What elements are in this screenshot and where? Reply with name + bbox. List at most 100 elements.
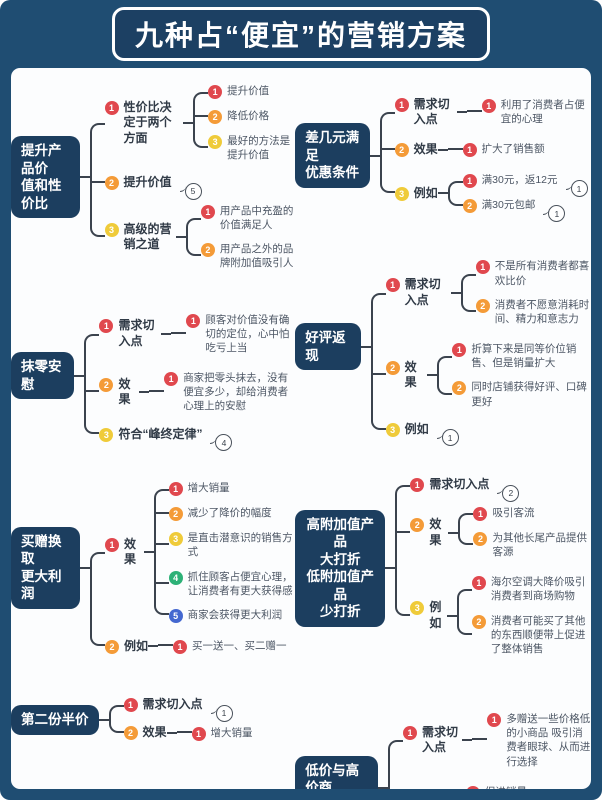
node-label: 商家会获得更大利润 — [187, 608, 283, 621]
number-badge-icon: 1 — [123, 697, 138, 712]
number-badge-icon: 1 — [394, 97, 409, 112]
leaf-node: 1 折算下来是同等价位销售、但是销量扩大 — [452, 340, 591, 372]
collapsed-count-badge: 5 — [179, 182, 202, 200]
node-label: 高附加值产品 大打折 低附加值产品 少打折 — [306, 516, 375, 620]
connector-stub — [139, 391, 150, 394]
number-badge-icon: 3 — [99, 427, 114, 442]
topic-box: 差几元满足 优惠条件 — [295, 123, 370, 188]
node-label: 需求切入点 — [421, 724, 458, 755]
connector-stub — [446, 614, 457, 617]
children-group: 1需求切入点52效果1大大增加成交可能性 — [106, 785, 295, 789]
connector-stub — [437, 192, 448, 195]
mindmap-node: 1 顾客对价值没有确切的定位，心中怕吃亏上当 — [186, 311, 295, 358]
node-label: 为其他长尾产品提供客源 — [492, 531, 587, 559]
topic-box: 低价与高价商 品绑定 — [295, 755, 378, 789]
child-branch: 5 商家会获得更大利润 — [153, 602, 296, 628]
number-badge-icon: 1 — [385, 278, 400, 293]
node-label: 顾客对价值没有确切的定位，心中怕吃亏上当 — [205, 313, 290, 354]
connector-stub — [80, 566, 91, 569]
children-group: 1 利用了消费者占便宜的心理 — [466, 93, 591, 131]
number-badge-icon: 1 — [186, 313, 201, 328]
number-badge-icon: 2 — [452, 381, 467, 396]
child-branch: 2效果1促进销量2获得口碑、赢得顾客自愿推荐、获得客源 — [387, 776, 591, 789]
node-label: 例如 — [124, 638, 149, 653]
connector-stub — [427, 374, 438, 377]
node-label: 利用了消费者占便宜的心理 — [500, 99, 585, 126]
node-label: 用产品中充盈的价值满足人 — [219, 204, 294, 232]
title-bar: 九种占“便宜”的营销方案 — [11, 0, 591, 68]
branch-node: 1 需求切入点 — [402, 723, 462, 758]
child-branch: 1 利用了消费者占便宜的心理 — [466, 93, 591, 131]
topic-box: 第二份半价 — [11, 705, 99, 735]
number-badge-icon: 2 — [208, 110, 223, 124]
number-badge-icon: 1 — [402, 725, 417, 740]
leaf-node: 2 降低价格 — [208, 107, 269, 126]
node-label: 降低价格 — [227, 110, 270, 122]
number-badge-icon: 1 — [452, 343, 467, 358]
node-label: 折算下来是同等价位销售、但是销量扩大 — [471, 343, 577, 370]
number-badge-icon: 1 — [481, 99, 496, 113]
mindmap-node: 2 降低价格 — [208, 107, 269, 126]
connector-stub — [377, 786, 388, 789]
number-badge-icon: 5 — [168, 608, 183, 623]
node-label: 性价比决定于两个方面 — [123, 99, 172, 145]
number-badge-icon: 1 — [191, 726, 206, 741]
